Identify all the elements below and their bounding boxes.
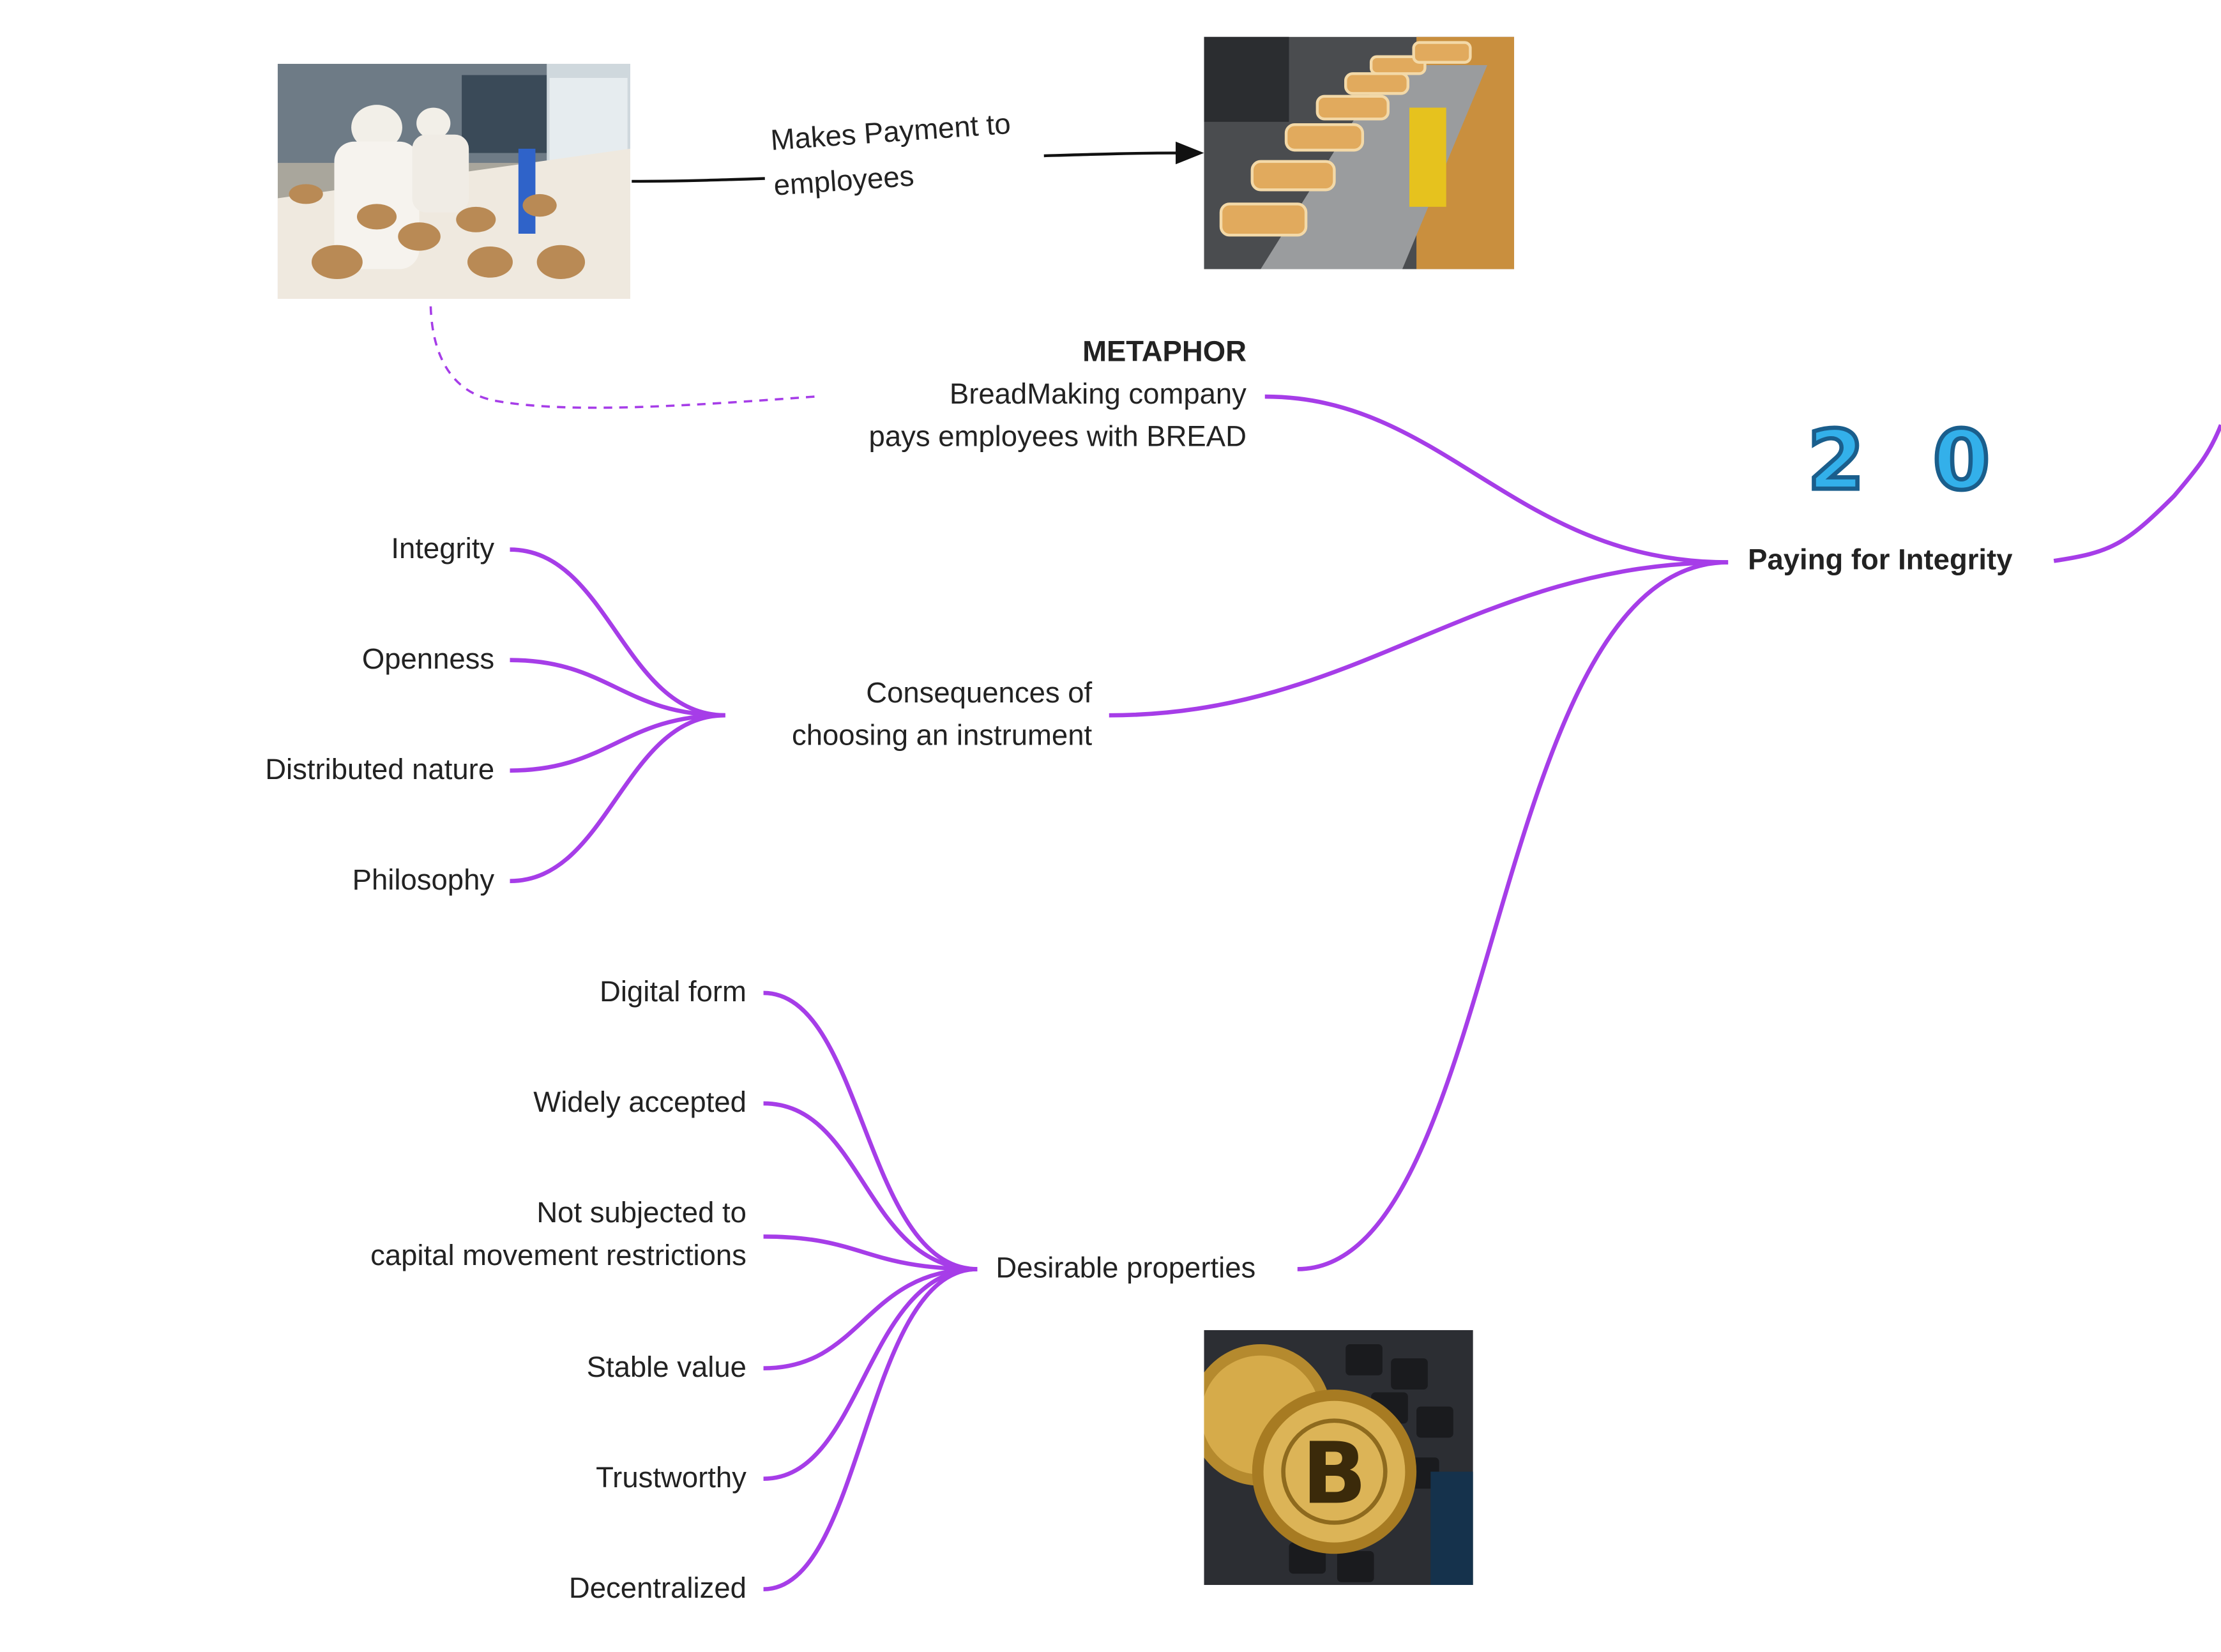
bakery-workers-photo <box>277 63 631 299</box>
branch-distributed <box>510 713 725 773</box>
branch-stable-value <box>763 1267 978 1371</box>
branch-decentralized <box>763 1267 978 1592</box>
branch-not-subjected <box>763 1234 978 1271</box>
svg-text:B: B <box>1302 1424 1367 1523</box>
branch-trustworthy <box>763 1267 978 1481</box>
child-not-subjected-line-1: Not subjected to <box>536 1197 747 1230</box>
child-distributed-nature[interactable]: Distributed nature <box>265 754 495 787</box>
consequences-line-1: Consequences of <box>866 677 1093 710</box>
branch-widely-accepted <box>763 1101 978 1271</box>
central-topic[interactable]: Paying for Integrity <box>1748 543 2013 577</box>
payment-arrow-tail <box>632 177 765 183</box>
arrowhead-icon <box>1176 141 1204 165</box>
branch-philosophy <box>510 713 725 883</box>
child-digital-form[interactable]: Digital form <box>599 976 747 1009</box>
bread-conveyor-photo <box>1204 36 1515 269</box>
bitcoin-coins-photo: B <box>1204 1330 1473 1586</box>
consequences-line-2: choosing an instrument <box>791 719 1093 752</box>
branch-offscreen <box>2053 424 2221 563</box>
branch-integrity <box>510 547 725 718</box>
metaphor-node[interactable]: METAPHOR BreadMaking company pays employ… <box>869 331 1247 459</box>
child-stable-value[interactable]: Stable value <box>586 1351 747 1384</box>
metaphor-line-2: pays employees with BREAD <box>868 420 1247 453</box>
child-philosophy[interactable]: Philosophy <box>352 864 495 897</box>
child-integrity[interactable]: Integrity <box>391 533 495 566</box>
topic-number-badge: 2 0 <box>1805 410 2010 510</box>
payment-edge-label: Makes Payment to employees <box>769 102 1015 209</box>
dashed-link <box>429 300 815 409</box>
child-openness[interactable]: Openness <box>361 643 495 676</box>
branch-metaphor <box>1264 394 1729 565</box>
desirable-properties-node[interactable]: Desirable properties <box>996 1252 1256 1285</box>
child-widely-accepted[interactable]: Widely accepted <box>533 1086 747 1119</box>
payment-arrow-head-line <box>1043 151 1179 158</box>
child-not-subjected-line-2: capital movement restrictions <box>370 1239 747 1272</box>
branch-digital-form <box>763 990 978 1271</box>
consequences-node[interactable]: Consequences of choosing an instrument <box>792 673 1092 758</box>
metaphor-line-1: BreadMaking company <box>949 378 1247 411</box>
branch-desirable <box>1297 560 1729 1271</box>
child-not-subjected[interactable]: Not subjected to capital movement restri… <box>370 1193 747 1278</box>
branch-consequences <box>1109 560 1729 718</box>
metaphor-title: METAPHOR <box>1082 335 1247 368</box>
branch-openness <box>510 658 725 718</box>
child-decentralized[interactable]: Decentralized <box>568 1572 747 1605</box>
child-trustworthy[interactable]: Trustworthy <box>596 1462 747 1495</box>
